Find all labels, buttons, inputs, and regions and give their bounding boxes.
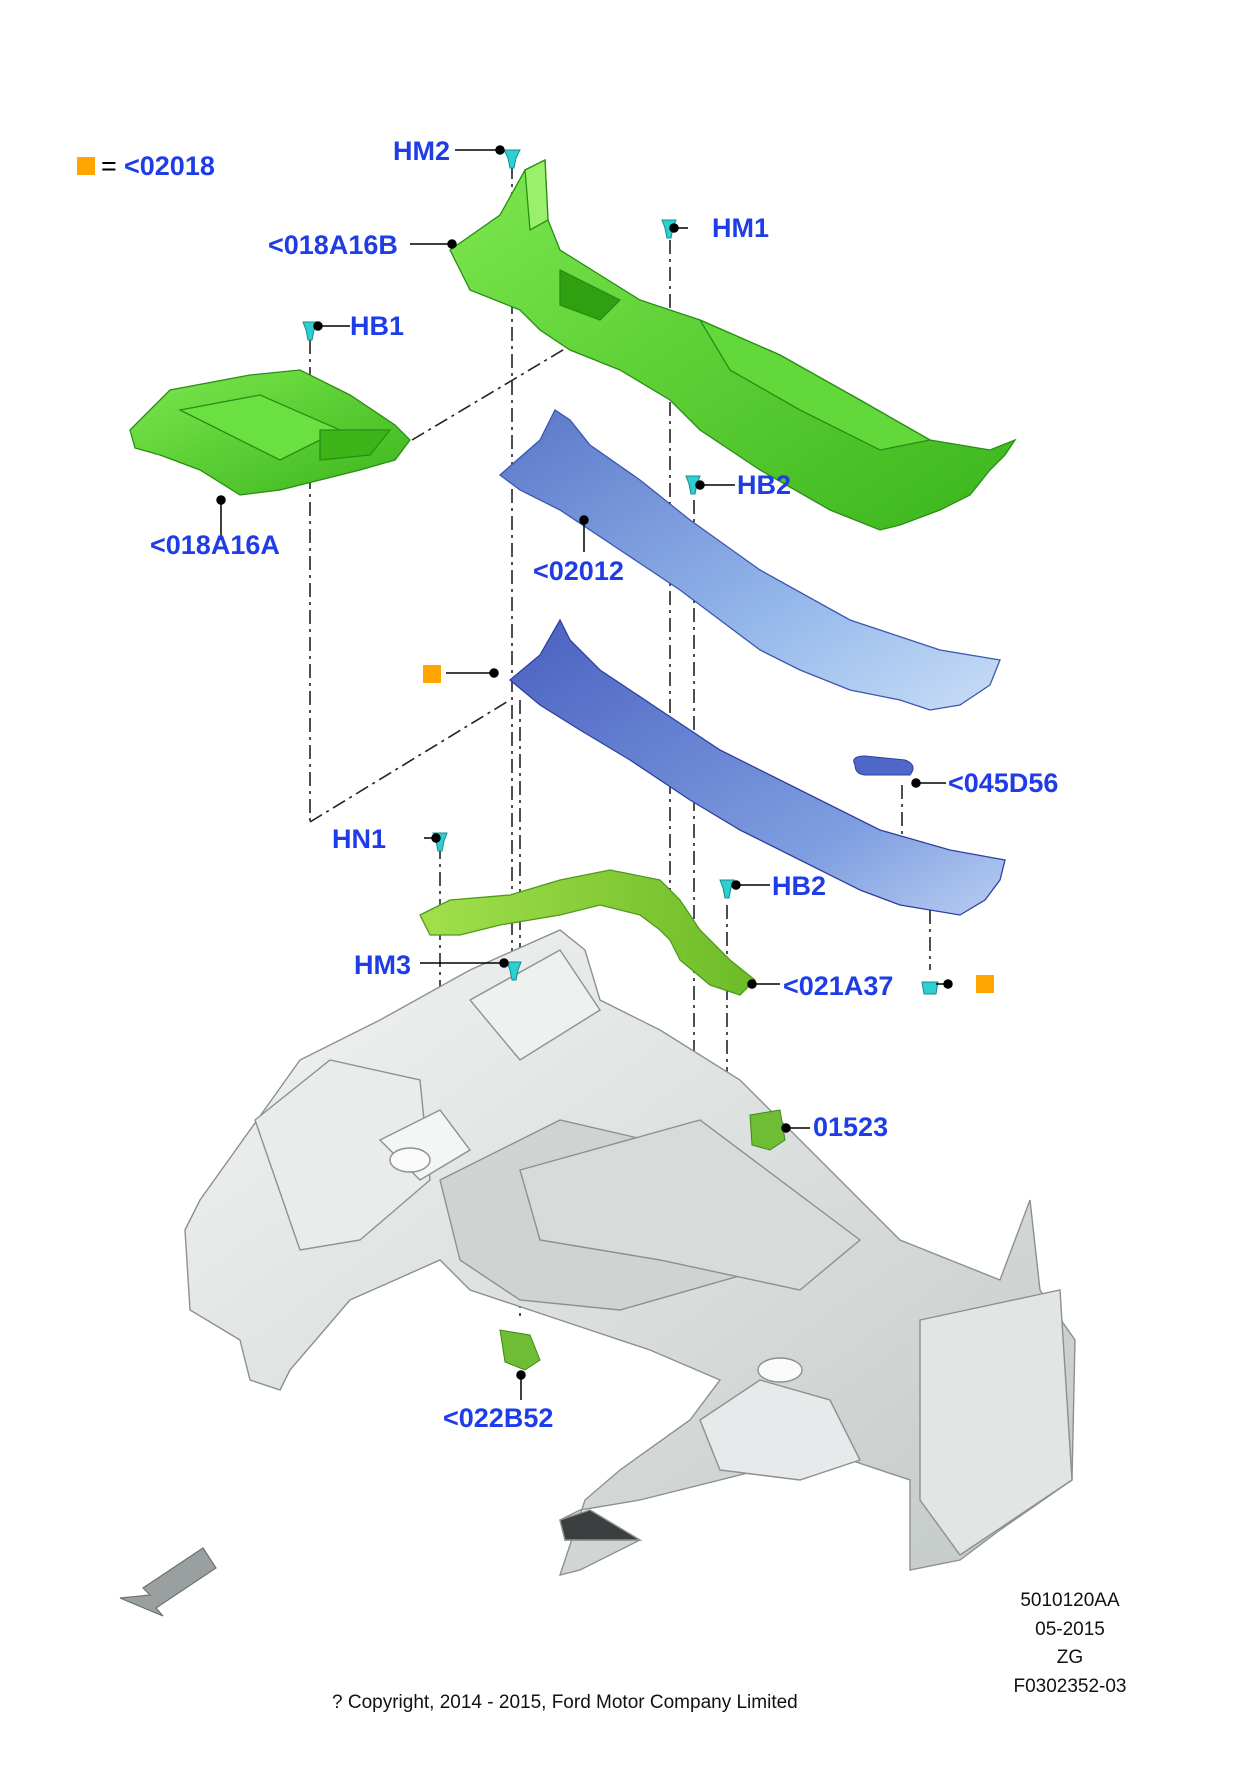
bracket-022b52 bbox=[499, 1329, 541, 1371]
callout-018a16b: <018A16B bbox=[268, 230, 398, 260]
direction-arrow-icon bbox=[119, 1547, 217, 1617]
fastener-clip-icon bbox=[921, 981, 939, 995]
legend-marker bbox=[77, 157, 95, 175]
bracket-021a37 bbox=[419, 869, 756, 996]
diagram-zg: ZG bbox=[1056, 1647, 1084, 1668]
marker-02018-panel bbox=[423, 665, 441, 683]
cover-left bbox=[129, 369, 411, 496]
callout-045d56: <045D56 bbox=[948, 768, 1059, 798]
fastener-hb2-upper-icon bbox=[685, 475, 701, 495]
leader-lines bbox=[216, 145, 953, 1400]
callout-021a37: <021A37 bbox=[783, 971, 894, 1001]
legend-text: <02018 bbox=[124, 151, 215, 181]
part-strip-045d56 bbox=[853, 755, 914, 776]
body-structure bbox=[184, 929, 1076, 1576]
fastener-hb2-lower-icon bbox=[719, 879, 735, 899]
callout-hb1: HB1 bbox=[350, 311, 405, 341]
callout-022b52: <022B52 bbox=[443, 1403, 554, 1433]
figure-id: F0302352-03 bbox=[1013, 1676, 1127, 1697]
callout-01523: 01523 bbox=[813, 1112, 889, 1142]
fastener-hm2-icon bbox=[503, 149, 521, 169]
cowl-panel-upper bbox=[449, 158, 1017, 531]
diagram-date: 05-2015 bbox=[1035, 1619, 1105, 1640]
callout-02012: <02012 bbox=[533, 556, 624, 586]
panel-upper-blue bbox=[498, 409, 1001, 711]
callout-hb2-upper: HB2 bbox=[737, 470, 792, 500]
callout-hm1: HM1 bbox=[712, 213, 770, 243]
callout-hb2-lower: HB2 bbox=[772, 871, 827, 901]
copyright-text: ? Copyright, 2014 - 2015, Ford Motor Com… bbox=[332, 1692, 798, 1713]
legend-equals: = bbox=[101, 151, 117, 181]
callout-018a16a: <018A16A bbox=[150, 530, 280, 560]
panel-lower-blue bbox=[508, 618, 1006, 916]
fastener-hm3-icon bbox=[506, 961, 522, 981]
bracket-01523 bbox=[749, 1109, 786, 1151]
callout-hn1: HN1 bbox=[332, 824, 387, 854]
callout-hm2: HM2 bbox=[393, 136, 451, 166]
marker-02018-clip bbox=[976, 975, 994, 993]
callout-hm3: HM3 bbox=[354, 950, 412, 980]
diagram-code: 5010120AA bbox=[1020, 1590, 1120, 1611]
